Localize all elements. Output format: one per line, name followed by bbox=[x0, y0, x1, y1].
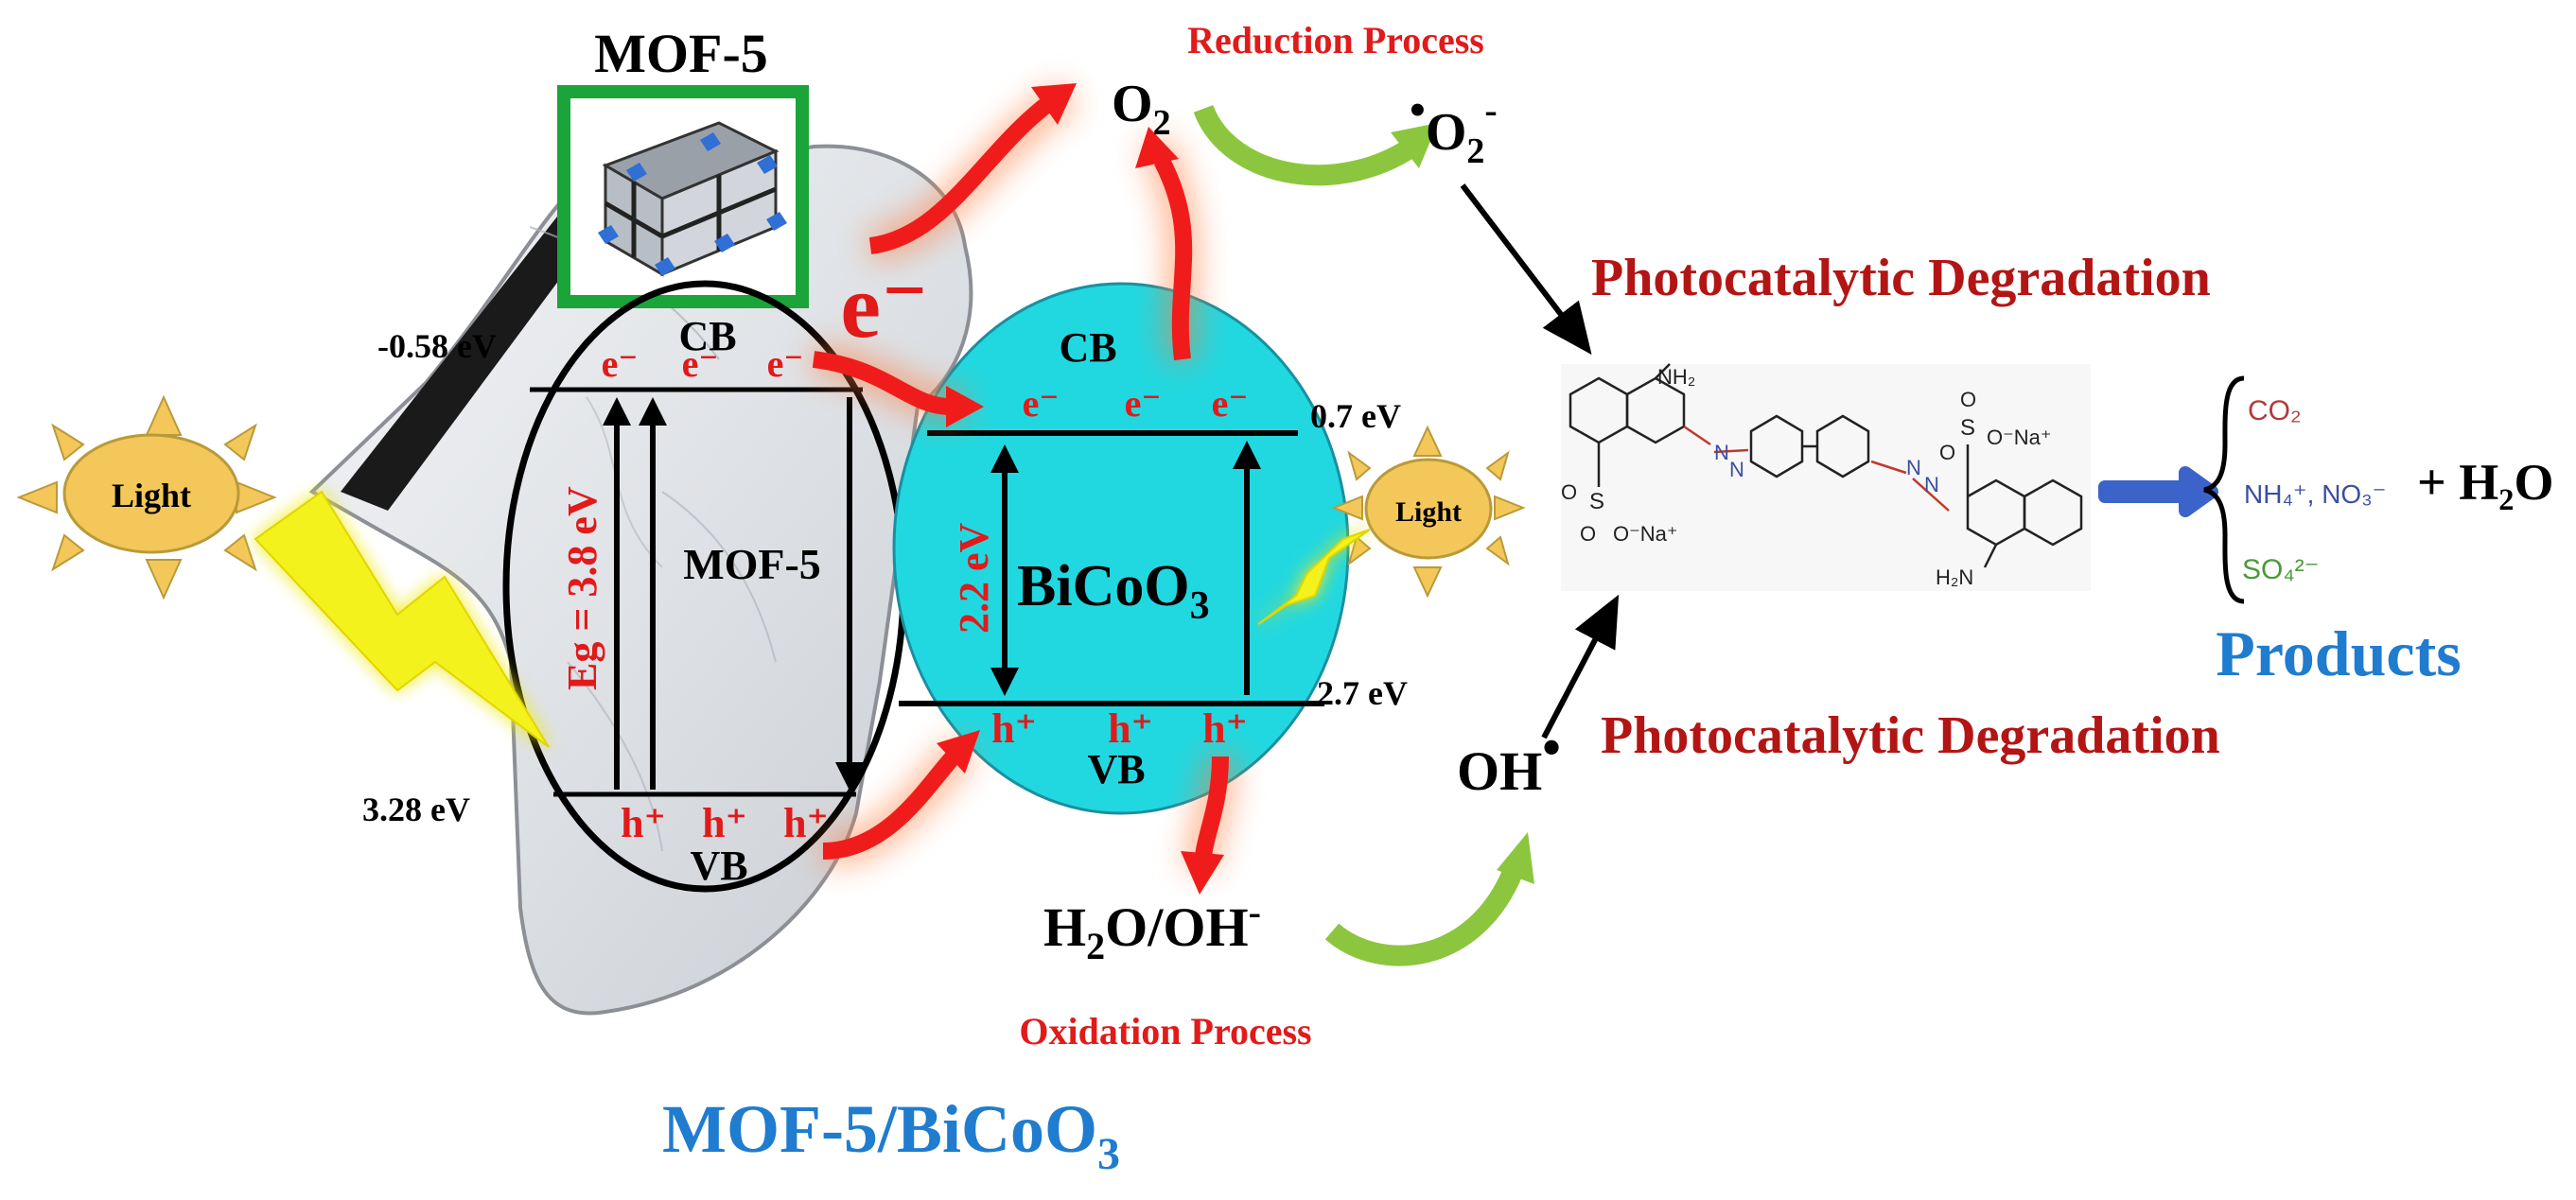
product-nitrogen-ions: NH₄⁺, NO₃⁻ bbox=[2244, 479, 2386, 509]
reduction-product: •O2- bbox=[1410, 85, 1498, 171]
dye-nh2-bottom: H₂N bbox=[1936, 565, 1973, 589]
transfer-electron-label: e⁻ bbox=[840, 255, 928, 357]
dye-nh2-top: NH₂ bbox=[1657, 365, 1695, 389]
product-sulfate: SO₄²⁻ bbox=[2242, 554, 2319, 585]
bicoo3-cb-potential: 0.7 eV bbox=[1310, 397, 1401, 435]
composite-label: MOF-5/BiCoO3 bbox=[662, 1091, 1120, 1179]
bicoo3-vb-potential: 2.7 eV bbox=[1317, 674, 1408, 712]
bicoo3-cb-label: CB bbox=[1059, 324, 1116, 371]
left-light-sun bbox=[16, 394, 277, 600]
products-blue-arrow bbox=[2098, 466, 2218, 517]
dye-azo-n4: N bbox=[1924, 473, 1939, 496]
dye-azo-n1: N bbox=[1714, 441, 1729, 464]
mof5-cb-label: CB bbox=[678, 313, 736, 359]
products-heading: Products bbox=[2216, 617, 2461, 689]
right-light-sun bbox=[1331, 425, 1526, 599]
dye-molecule-structure: N N N N NH₂ H₂N S O O O⁻Na⁺ S O O O⁻Na⁺ bbox=[1561, 363, 2091, 591]
mof5-band-gap: Eg = 3.8 eV bbox=[559, 486, 605, 690]
mof5-hole-3: h⁺ bbox=[783, 800, 829, 846]
products-brace bbox=[2203, 375, 2245, 604]
mof5-crystal-structure-icon bbox=[598, 121, 787, 277]
bicoo3-vb-label: VB bbox=[1087, 746, 1145, 792]
charge-transfer-arrows bbox=[811, 80, 1236, 895]
bicoo3-label: BiCoO3 bbox=[1017, 554, 1210, 628]
mof5-cb-potential: -0.58 eV bbox=[377, 327, 497, 365]
left-lightning-bolt-icon bbox=[254, 490, 550, 748]
bicoo3-hole-2: h⁺ bbox=[1108, 705, 1153, 752]
mof5-center-label: MOF-5 bbox=[683, 540, 821, 588]
product-co2: CO₂ bbox=[2248, 395, 2302, 426]
mof5-electron-3: e⁻ bbox=[767, 342, 804, 385]
reduction-to-degradation-arrow bbox=[1460, 183, 1592, 356]
mof5-hole-1: h⁺ bbox=[621, 800, 666, 846]
reduction-green-arrow bbox=[1193, 104, 1426, 186]
left-light-label: Light bbox=[112, 477, 191, 514]
reduction-reactant: O2 bbox=[1112, 75, 1171, 143]
right-lightning-bolt-icon bbox=[1257, 529, 1371, 625]
mof5-electron-1: e⁻ bbox=[602, 342, 639, 385]
degradation-top-title: Photocatalytic Degradation bbox=[1591, 249, 2211, 307]
oxidation-reactant: H2O/OH- bbox=[1043, 891, 1261, 967]
degradation-bottom-title: Photocatalytic Degradation bbox=[1601, 706, 2220, 765]
bicoo3-hole-1: h⁺ bbox=[991, 705, 1037, 752]
bicoo3-band-gap: 2.2 eV bbox=[951, 522, 997, 634]
dye-azo-n3: N bbox=[1906, 456, 1921, 479]
dye-sulfur-right: S bbox=[1960, 415, 1975, 441]
right-light-label: Light bbox=[1395, 496, 1462, 528]
bicoo3-hole-3: h⁺ bbox=[1202, 705, 1248, 752]
bicoo3-electron-2: e⁻ bbox=[1125, 382, 1162, 425]
oxidation-title: Oxidation Process bbox=[1019, 1010, 1311, 1052]
dye-oxygen-left-1: O bbox=[1561, 480, 1577, 504]
mof5-vb-label: VB bbox=[690, 843, 747, 889]
dye-oxygen-right-1: O bbox=[1960, 388, 1976, 411]
mof5-title: MOF-5 bbox=[594, 23, 768, 84]
oxidation-green-arrow bbox=[1324, 865, 1524, 966]
dye-oxygen-left-2: O bbox=[1580, 522, 1596, 546]
mof5-hole-2: h⁺ bbox=[702, 800, 747, 846]
mof5-vb-potential: 3.28 eV bbox=[362, 791, 470, 828]
oxidation-to-degradation-arrow bbox=[1541, 594, 1620, 739]
dye-ona-left: O⁻Na⁺ bbox=[1613, 522, 1677, 546]
reduction-title: Reduction Process bbox=[1187, 19, 1484, 61]
product-water: + H₂O bbox=[2417, 454, 2553, 511]
bicoo3-electron-1: e⁻ bbox=[1023, 382, 1060, 425]
mof5-excitation-arrows bbox=[614, 397, 852, 790]
mof5-electron-2: e⁻ bbox=[682, 342, 719, 385]
dye-azo-n2: N bbox=[1729, 458, 1744, 481]
bicoo3-electron-3: e⁻ bbox=[1212, 382, 1249, 425]
dye-sulfur-left: S bbox=[1589, 489, 1604, 514]
dye-oxygen-right-2: O bbox=[1939, 441, 1955, 464]
dye-ona-right: O⁻Na⁺ bbox=[1987, 426, 2051, 449]
